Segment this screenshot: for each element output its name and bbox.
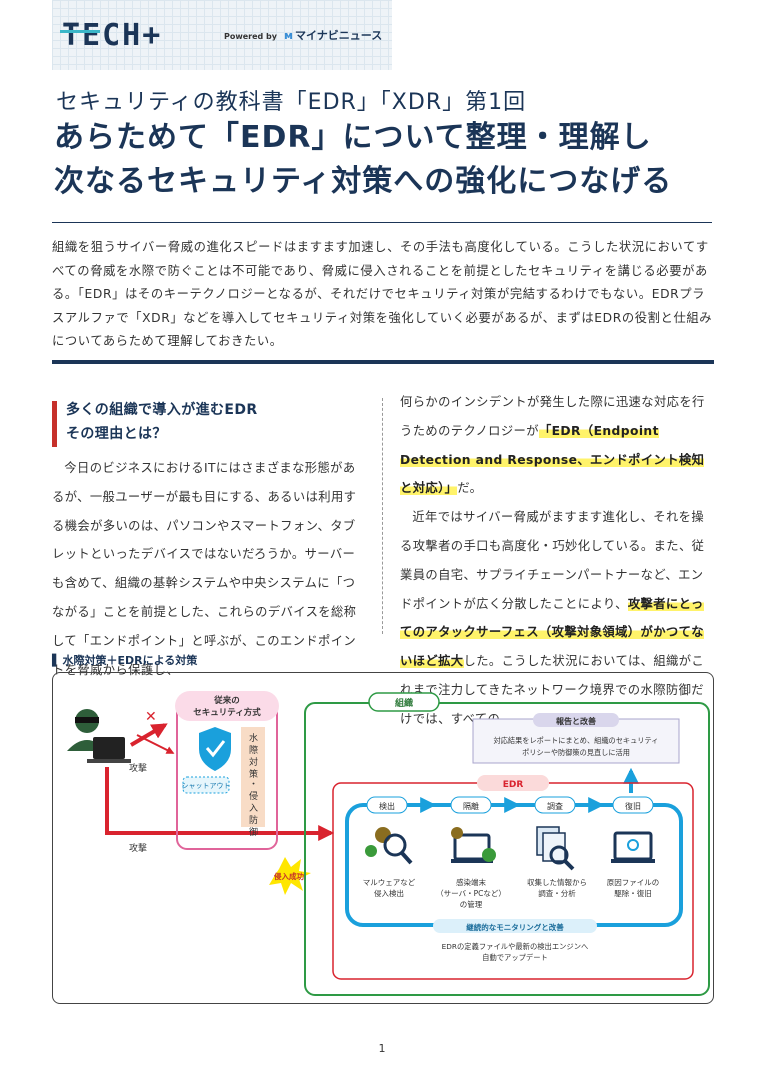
title-line-1: あらためて「EDR」について整理・理解し (54, 120, 652, 155)
blocked-attack-arrow (129, 723, 168, 747)
edr-label: EDR (503, 780, 524, 790)
intrusion-success-label: 侵入成功 (273, 871, 304, 881)
step-desc-recover-1: 原因ファイルの (607, 878, 660, 887)
title-divider (52, 222, 712, 223)
step-desc-isolate-2: （サーバ・PCなど） (436, 889, 506, 898)
waterside-defense-label: 水際対策・侵入防御 (249, 732, 258, 838)
step-desc-detect-2: 侵入検出 (374, 888, 404, 898)
right-p2-text: 近年ではサイバー脅威がますます進化し、それを操る攻撃者の手口も高度化・巧妙化して… (400, 510, 705, 611)
title-line-2: 次なるセキュリティ対策への強化につなげる (54, 164, 673, 199)
shutout-label: シャットアウト (182, 782, 231, 790)
monitoring-text-2: 自動でアップデート (482, 953, 548, 962)
step-label-detect: 検出 (379, 801, 395, 811)
step-tag-recover (612, 796, 654, 814)
edr-tag (477, 775, 549, 791)
right-paragraph-1: 何らかのインシデントが発生した際に迅速な対応を行うためのテクノロジーが「EDR（… (400, 388, 714, 503)
report-text-2: ポリシーや防御策の見直しに活用 (522, 748, 630, 757)
waterside-defense-box (241, 727, 265, 827)
edr-step-isolate: 隔離 感染端末 （サーバ・PCなど） の管理 (436, 796, 506, 909)
deflected-attack-arrow (136, 734, 175, 754)
attack-label-1: 攻撃 (129, 762, 147, 774)
monitoring-tag (433, 919, 597, 933)
monitoring-text-1: EDRの定義ファイルや最新の検出エンジンへ (442, 942, 589, 951)
column-divider (382, 398, 383, 634)
step-desc-isolate-3: の管理 (460, 899, 483, 909)
edr-diagram: ✕ 攻撃 攻撃 従来の セキュリティ方式 シャットアウト 水際対策・侵入防御 侵… (67, 691, 710, 996)
step-label-recover: 復旧 (625, 801, 641, 811)
article-subtitle: セキュリティの教科書「EDR」「XDR」第1回 (56, 90, 527, 115)
document-magnifier-icon (536, 826, 575, 871)
step-tag-isolate (450, 796, 492, 814)
infected-pc-icon (451, 827, 496, 863)
section-heading-line-1: 多くの組織で導入が進むEDR (66, 402, 258, 418)
lead-divider (52, 360, 714, 364)
step-desc-investigate-1: 収集した情報から (527, 877, 587, 887)
right-p1-end: だ。 (457, 481, 483, 496)
intrusion-attack-arrow (105, 767, 335, 841)
report-tag (533, 713, 619, 727)
right-p1-text: 何らかのインシデントが発生した際に迅速な対応を行うためのテクノロジーが (400, 395, 705, 438)
intrusion-burst-icon (269, 857, 311, 895)
organization-tag (368, 692, 440, 712)
traditional-security-tag (175, 691, 279, 721)
shutout-tag (182, 776, 230, 794)
figure-label: 水際対策＋EDRによる対策 (52, 652, 197, 668)
section-heading-line-2: その理由とは？ (66, 426, 167, 442)
edr-cycle-loop (345, 803, 683, 927)
page-number: 1 (378, 1042, 386, 1055)
edr-step-recover: 復旧 原因ファイルの 駆除・復旧 (607, 796, 660, 898)
report-title: 報告と改善 (556, 716, 596, 726)
tech-logo[interactable]: TECH+ (59, 18, 163, 53)
step-desc-investigate-2: 調査・分析 (538, 888, 576, 898)
edr-step-detect: 検出 マルウェアなど 侵入検出 (363, 796, 416, 898)
right-paragraph-2: 近年ではサイバー脅威がますます進化し、それを操る攻撃者の手口も高度化・巧妙化して… (400, 503, 714, 733)
step-tag-detect (366, 796, 408, 814)
attack-label-2: 攻撃 (129, 842, 147, 854)
traditional-line-2: セキュリティ方式 (193, 707, 261, 718)
right-column: 何らかのインシデントが発生した際に迅速な対応を行うためのテクノロジーが「EDR（… (400, 388, 714, 734)
mynavi-logo-text: マイナビニュース (295, 29, 383, 42)
report-text-1: 対応結果をレポートにまとめ、組織のセキュリティ (494, 736, 659, 745)
recovered-pc-icon (611, 831, 655, 863)
section-heading: 多くの組織で導入が進むEDR その理由とは？ (52, 398, 364, 447)
attacker-laptop-icon (87, 737, 131, 763)
left-column: 多くの組織で導入が進むEDR その理由とは？ 今日のビジネスにおけるITにはさま… (52, 392, 364, 684)
article-title: あらためて「EDR」について整理・理解し 次なるセキュリティ対策への強化につなげ… (54, 116, 734, 204)
powered-by-text: Powered by (224, 32, 277, 41)
edr-diagram-frame: ✕ 攻撃 攻撃 従来の セキュリティ方式 シャットアウト 水際対策・侵入防御 侵… (52, 672, 714, 1004)
lead-paragraph: 組織を狙うサイバー脅威の進化スピードはますます加速し、その手法も高度化している。… (52, 240, 713, 348)
blocked-x-icon: ✕ (145, 709, 157, 725)
traditional-line-1: 従来の (213, 695, 240, 706)
organization-box (304, 702, 710, 996)
step-label-investigate: 調査 (547, 801, 563, 811)
step-label-isolate: 隔離 (463, 801, 479, 811)
organization-label: 組織 (395, 697, 413, 709)
edr-step-investigate: 調査 収集した情報から 調査・分析 (527, 796, 587, 898)
step-desc-recover-2: 駆除・復旧 (614, 888, 652, 898)
malware-magnifier-icon (365, 827, 413, 865)
left-body-paragraph: 今日のビジネスにおけるITにはさまざまな形態があるが、一般ユーザーが最も目にする… (52, 461, 357, 677)
step-tag-investigate (534, 796, 576, 814)
shield-icon (199, 727, 231, 771)
step-desc-isolate-1: 感染端末 (456, 877, 486, 887)
step-desc-detect-1: マルウェアなど (363, 878, 416, 887)
monitoring-title: 継続的なモニタリングと改善 (466, 922, 564, 932)
mynavi-mark-icon: ᴍ (284, 29, 293, 42)
